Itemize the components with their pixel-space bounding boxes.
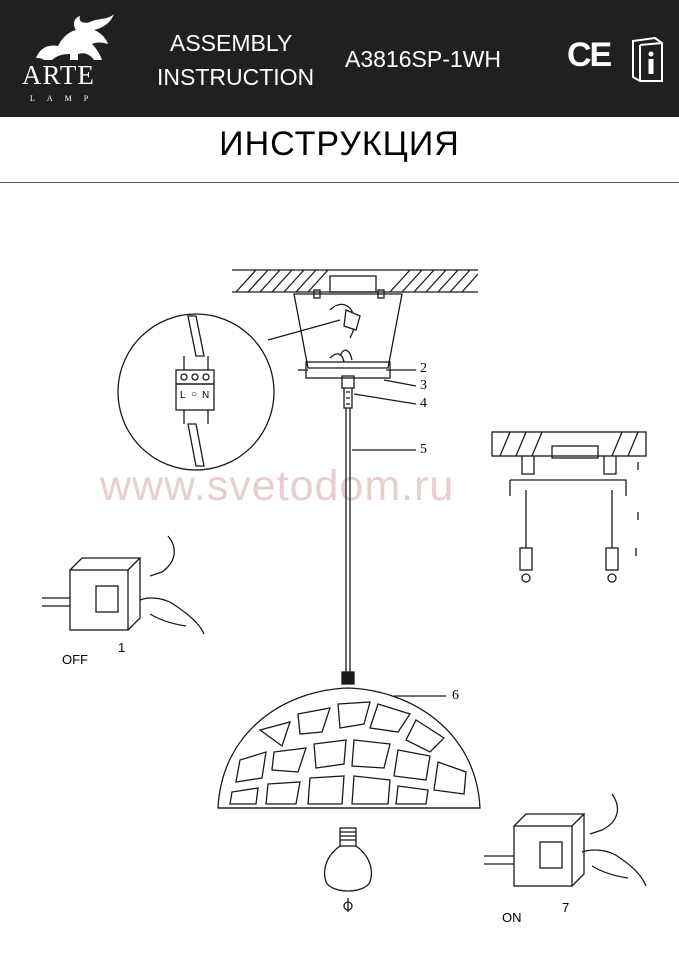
dome-shade <box>217 687 481 809</box>
off-label: OFF <box>62 652 88 667</box>
terminal-label-n: N <box>202 390 210 401</box>
cable-grip <box>341 375 355 409</box>
step-1-number: 1 <box>118 640 126 655</box>
canopy <box>293 289 403 379</box>
callout-2: 2 <box>420 361 427 376</box>
instruction-label: INSTRUCTION <box>157 64 315 90</box>
callout-5: 5 <box>420 442 427 457</box>
page-title: ИНСТРУКЦИЯ <box>219 125 460 163</box>
bulb-icon <box>323 827 373 912</box>
model-number: A3816SP-1WH <box>345 46 501 72</box>
terminal-detail <box>117 313 341 471</box>
callout-3: 3 <box>420 378 427 393</box>
header-bar: ARTE LAMP ASSEMBLY INSTRUCTION A3816SP-1… <box>0 0 679 117</box>
switch-on-icon <box>484 793 647 887</box>
title-divider <box>0 182 679 183</box>
ceiling-hatch <box>232 269 479 293</box>
info-book-icon <box>632 37 663 82</box>
assembly-label: ASSEMBLY <box>170 30 293 56</box>
switch-off-icon <box>42 535 205 635</box>
step-7-number: 7 <box>562 900 570 915</box>
on-label: ON <box>502 910 522 925</box>
ce-mark-icon: CE <box>567 36 612 74</box>
brand-subtitle: LAMP <box>30 94 101 103</box>
watermark-text: www.svetodom.ru <box>100 462 455 510</box>
shade-cap <box>341 671 355 685</box>
ceiling-detail <box>491 431 647 583</box>
terminal-label-ground: ○ <box>191 389 198 400</box>
callout-6: 6 <box>452 688 459 703</box>
brand-name: ARTE <box>22 60 95 90</box>
callout-4: 4 <box>420 396 427 411</box>
lion-griffin-logo-icon <box>36 14 114 60</box>
terminal-label-l: L <box>180 390 186 401</box>
